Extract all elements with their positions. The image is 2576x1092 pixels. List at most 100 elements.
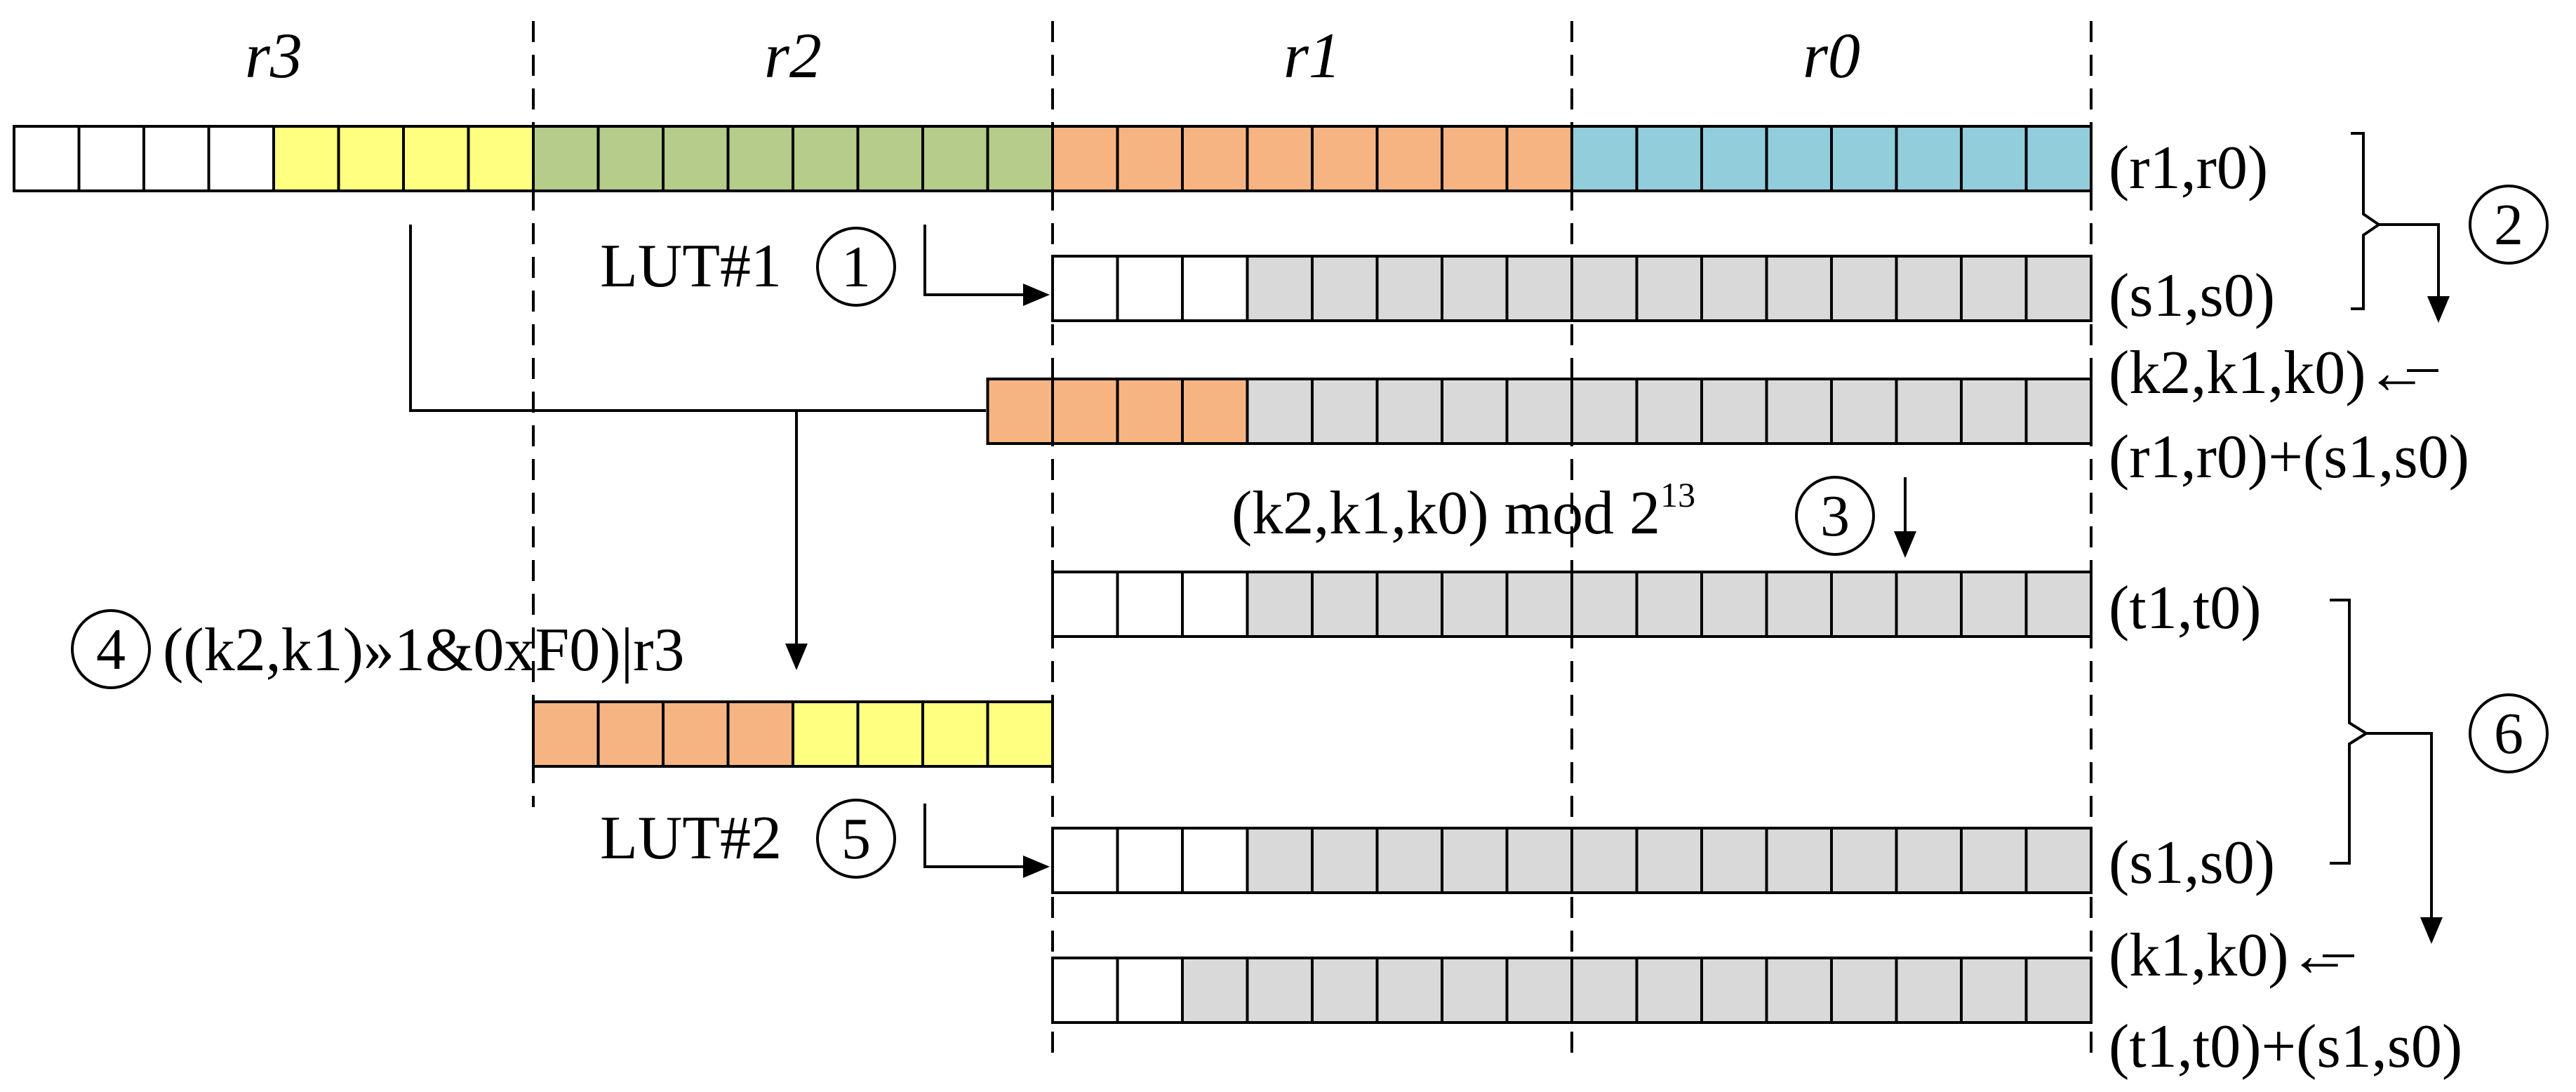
step6-circle (2469, 693, 2549, 773)
cell-gray (1700, 827, 1768, 894)
label-t1t0: (t1,t0) (2109, 574, 2262, 642)
step4-circle (71, 609, 151, 689)
k1k0-row (1051, 957, 2093, 1024)
annotations: LUT#1 LUT#2 (r1,r0) (s1,s0) (k2,k1,k0)← … (163, 134, 2469, 1081)
header-r1: r1 (1283, 20, 1341, 91)
header-r2: r2 (764, 20, 822, 91)
cell-gray (2024, 957, 2093, 1024)
cell-orange (1051, 378, 1119, 445)
cell-gray (1635, 255, 1703, 322)
cell-gray (1700, 571, 1768, 638)
index-row (532, 700, 1054, 768)
cell-yellow (337, 125, 405, 192)
cell-white (1051, 957, 1119, 1024)
cell-gray (1505, 378, 1573, 445)
cell-orange (1116, 125, 1184, 192)
step4-arrowhead (785, 644, 808, 670)
cell-gray (1246, 957, 1314, 1024)
cell-white (1116, 957, 1184, 1024)
arrowheads (785, 284, 2450, 944)
cell-white (1116, 827, 1184, 894)
cell-gray (1181, 957, 1249, 1024)
cell-gray (1895, 957, 1963, 1024)
step6-number: 6 (2494, 701, 2523, 766)
mod-expr-base: (k2,k1,k0) mod 2 (1232, 479, 1660, 547)
lut2-arrow (923, 804, 1025, 868)
cell-yellow (856, 700, 924, 768)
cell-gray (1765, 571, 1833, 638)
label-r1r0: (r1,r0) (2109, 134, 2268, 202)
cell-orange (1181, 378, 1249, 445)
cell-orange (1116, 378, 1184, 445)
cell-white (1051, 255, 1119, 322)
cell-white (77, 125, 145, 192)
cell-gray (1765, 255, 1833, 322)
cell-gray (1830, 827, 1898, 894)
cell-gray (1505, 255, 1573, 322)
cell-gray (1765, 827, 1833, 894)
cell-gray (1505, 571, 1573, 638)
cell-green (921, 125, 989, 192)
cell-yellow (986, 700, 1054, 768)
cell-blue (1830, 125, 1898, 192)
cell-green (986, 125, 1054, 192)
cell-gray (1765, 957, 1833, 1024)
cell-gray (1375, 255, 1443, 322)
cell-gray (1441, 571, 1509, 638)
cell-white (1116, 255, 1184, 322)
cell-gray (1246, 827, 1314, 894)
cell-blue (1960, 125, 2028, 192)
cell-blue (1570, 125, 1639, 192)
cell-gray (1960, 255, 2028, 322)
step2-number: 2 (2494, 192, 2523, 258)
step5-number: 5 (841, 806, 871, 872)
cell-gray (1375, 957, 1443, 1024)
cell-gray (1960, 827, 2028, 894)
header-r0: r0 (1803, 20, 1860, 91)
step3-number: 3 (1820, 484, 1850, 549)
cell-gray (1830, 255, 1898, 322)
cell-gray (1570, 378, 1639, 445)
cell-gray (1311, 957, 1379, 1024)
cell-gray (2024, 571, 2093, 638)
label-step4-expr: ((k2,k1)»1&0xF0)|r3 (163, 616, 685, 684)
lut1-arrowhead (1023, 284, 1050, 306)
cell-gray (1246, 378, 1314, 445)
r3-feed-line (409, 225, 986, 412)
cell-gray (1635, 378, 1703, 445)
cell-gray (1505, 957, 1573, 1024)
cell-gray (1441, 827, 1509, 894)
cell-gray (1700, 255, 1768, 322)
cell-orange (596, 700, 665, 768)
label-mod-expr: (k2,k1,k0) mod 213 (1232, 475, 1695, 547)
cell-gray (1375, 827, 1443, 894)
step2-arrow-line (2379, 223, 2440, 298)
cell-yellow (921, 700, 989, 768)
cell-gray (1311, 378, 1379, 445)
cell-blue (1895, 125, 1963, 192)
step5-circle (816, 799, 896, 879)
s1s0-row-2 (1051, 827, 2093, 894)
cell-white (1181, 255, 1249, 322)
cell-gray (1570, 957, 1639, 1024)
cell-gray (1895, 255, 1963, 322)
cell-gray (1635, 571, 1703, 638)
brace-step6 (2330, 599, 2369, 865)
cell-gray (1635, 957, 1703, 1024)
mod-expr-exponent: 13 (1660, 475, 1695, 514)
register-boundaries (532, 21, 2093, 1060)
cell-gray (2024, 827, 2093, 894)
step6-arrow-line (2366, 732, 2433, 919)
cell-yellow (792, 700, 860, 768)
lut2-label: LUT#2 (600, 804, 782, 872)
cell-gray (1960, 571, 2028, 638)
cell-gray (1895, 827, 1963, 894)
step3-arrowhead (1894, 531, 1916, 558)
cell-white (1181, 827, 1249, 894)
label-sum2: (t1,t0)+(s1,s0) (2109, 1013, 2462, 1081)
cell-gray (1375, 378, 1443, 445)
step1-number: 1 (841, 234, 871, 300)
lut1-arrow (923, 225, 1025, 296)
register-headers: r3 r2 r1 r0 (245, 20, 1860, 91)
step1-circle (816, 227, 896, 307)
